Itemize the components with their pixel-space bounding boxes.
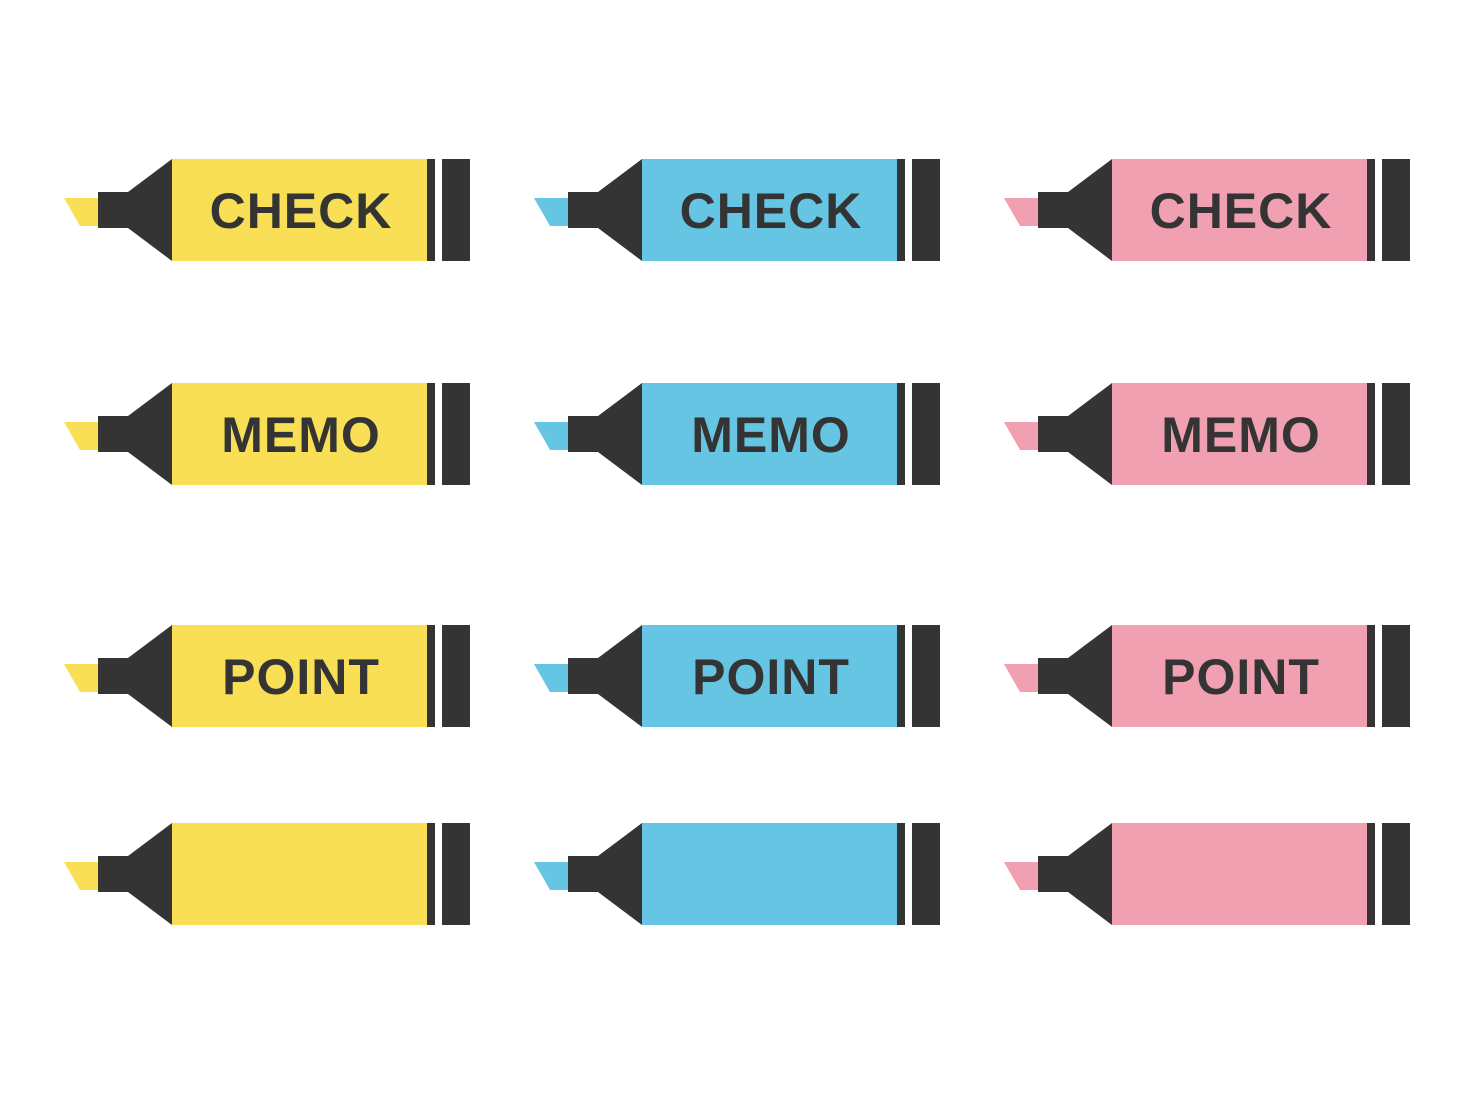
marker-barrel <box>1112 159 1368 261</box>
highlighter-marker-blue-point: POINT <box>534 625 940 727</box>
marker-label: POINT <box>692 649 850 705</box>
marker-barrel <box>642 823 898 925</box>
marker-cap-end <box>1382 625 1410 727</box>
marker-nib <box>534 664 570 692</box>
marker-label: POINT <box>222 649 380 705</box>
highlighter-marker-pink-memo: MEMO <box>1004 383 1410 485</box>
marker-barrel <box>1112 823 1368 925</box>
marker-nib <box>1004 664 1040 692</box>
marker-label: CHECK <box>680 183 863 239</box>
marker-barrel <box>642 625 898 727</box>
marker-barrel <box>1112 383 1368 485</box>
marker-cap-stripe <box>1367 383 1375 485</box>
marker-nib <box>1004 422 1040 450</box>
marker-tip-cone <box>98 625 172 727</box>
highlighter-marker-yellow-blank <box>64 823 470 925</box>
marker-barrel <box>642 159 898 261</box>
marker-cap-stripe <box>897 159 905 261</box>
highlighter-marker-blue-memo: MEMO <box>534 383 940 485</box>
marker-cap-end <box>442 625 470 727</box>
marker-nib <box>64 198 100 226</box>
highlighter-marker-pink-point: POINT <box>1004 625 1410 727</box>
marker-nib <box>64 862 100 890</box>
marker-cap-stripe <box>1367 823 1375 925</box>
marker-nib <box>1004 862 1040 890</box>
marker-tip-cone <box>1038 625 1112 727</box>
marker-barrel <box>642 383 898 485</box>
marker-cap-stripe <box>897 625 905 727</box>
marker-cap-stripe <box>1367 625 1375 727</box>
marker-cap-stripe <box>427 383 435 485</box>
marker-barrel <box>172 159 428 261</box>
marker-cap-stripe <box>897 383 905 485</box>
marker-nib <box>64 422 100 450</box>
marker-tip-cone <box>568 625 642 727</box>
marker-label: CHECK <box>1150 183 1333 239</box>
marker-label: MEMO <box>691 407 851 463</box>
marker-cap-stripe <box>1367 159 1375 261</box>
marker-cap-end <box>912 625 940 727</box>
highlighter-marker-yellow-point: POINT <box>64 625 470 727</box>
highlighter-marker-yellow-check: CHECK <box>64 159 470 261</box>
marker-tip-cone <box>98 383 172 485</box>
marker-cap-end <box>1382 823 1410 925</box>
marker-cap-stripe <box>427 159 435 261</box>
marker-tip-cone <box>568 383 642 485</box>
highlighter-marker-blue-blank <box>534 823 940 925</box>
marker-tip-cone <box>98 159 172 261</box>
marker-nib <box>1004 198 1040 226</box>
marker-tip-cone <box>1038 383 1112 485</box>
marker-tip-cone <box>568 823 642 925</box>
marker-barrel <box>172 823 428 925</box>
marker-cap-end <box>442 383 470 485</box>
marker-tip-cone <box>1038 823 1112 925</box>
marker-tip-cone <box>98 823 172 925</box>
marker-cap-end <box>442 823 470 925</box>
highlighter-marker-pink-check: CHECK <box>1004 159 1410 261</box>
marker-cap-end <box>1382 383 1410 485</box>
marker-barrel <box>1112 625 1368 727</box>
marker-cap-stripe <box>897 823 905 925</box>
marker-label: MEMO <box>1161 407 1321 463</box>
highlighter-marker-pink-blank <box>1004 823 1410 925</box>
marker-label: POINT <box>1162 649 1320 705</box>
marker-cap-end <box>1382 159 1410 261</box>
marker-nib <box>534 862 570 890</box>
marker-cap-end <box>912 823 940 925</box>
marker-cap-end <box>912 159 940 261</box>
marker-cap-stripe <box>427 823 435 925</box>
marker-label: MEMO <box>221 407 381 463</box>
marker-cap-end <box>442 159 470 261</box>
marker-nib <box>534 422 570 450</box>
marker-cap-end <box>912 383 940 485</box>
highlighter-marker-blue-check: CHECK <box>534 159 940 261</box>
marker-cap-stripe <box>427 625 435 727</box>
highlighter-marker-yellow-memo: MEMO <box>64 383 470 485</box>
marker-barrel <box>172 383 428 485</box>
marker-nib <box>534 198 570 226</box>
marker-nib <box>64 664 100 692</box>
marker-tip-cone <box>568 159 642 261</box>
marker-label: CHECK <box>210 183 393 239</box>
marker-barrel <box>172 625 428 727</box>
marker-tip-cone <box>1038 159 1112 261</box>
